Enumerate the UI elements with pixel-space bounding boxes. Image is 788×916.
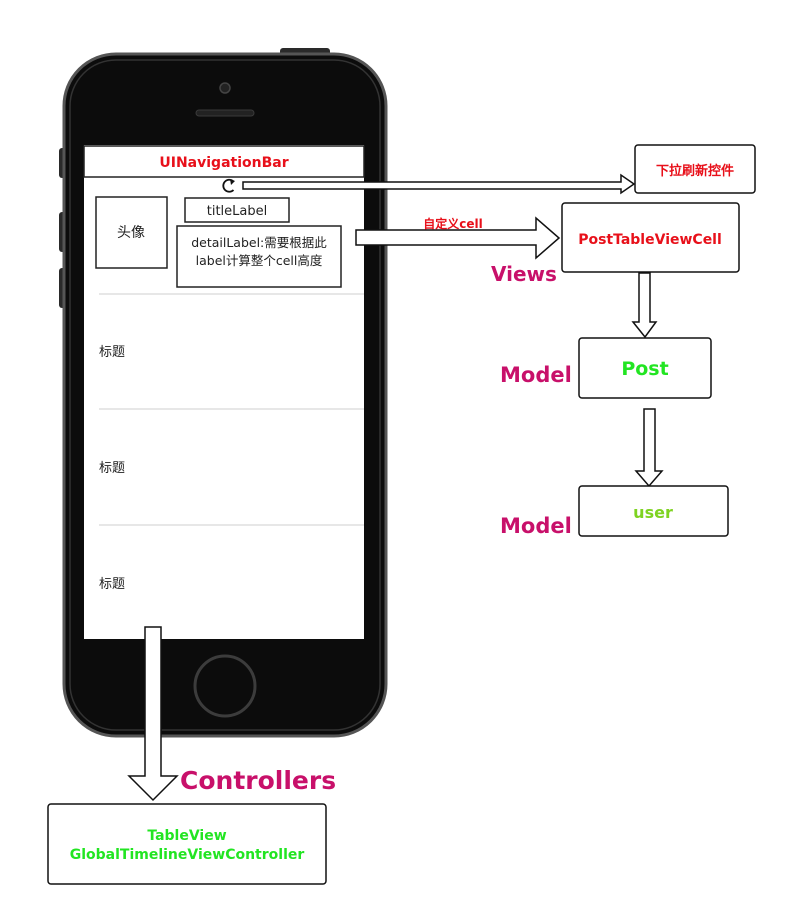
refresh-arrow (242, 173, 636, 195)
detail-label-line1: detailLabel:需要根据此 (191, 235, 327, 250)
post-table-view-cell-box (561, 202, 740, 273)
refresh-icon (222, 178, 235, 193)
row-title: 标题 (99, 345, 125, 360)
model-label: Model (500, 363, 572, 387)
controller-line2: GlobalTimelineViewController (70, 847, 305, 863)
navigation-bar (83, 145, 365, 178)
post-to-user-arrow (634, 408, 664, 488)
iphone-mockup: UINavigationBar 头像 titleLabel detailLabe… (59, 48, 388, 738)
title-label-box (184, 197, 290, 223)
post-model-label: Post (621, 358, 668, 380)
controller-line1: TableView (147, 828, 226, 844)
cell-to-post-arrow (631, 272, 658, 339)
controller-arrow (127, 626, 179, 802)
user-model-box (578, 485, 729, 537)
views-label: Views (491, 262, 557, 286)
custom-cell-label: 自定义cell (423, 216, 482, 231)
avatar (95, 196, 168, 269)
title-label: titleLabel (207, 204, 268, 219)
detail-label-box (176, 225, 342, 288)
detail-label-line2: label计算整个cell高度 (196, 253, 323, 268)
controller-box (47, 803, 327, 885)
refresh-control-label: 下拉刷新控件 (656, 163, 734, 179)
avatar-label: 头像 (117, 225, 145, 241)
user-model-label: user (633, 503, 673, 522)
row-title: 标题 (99, 461, 125, 476)
model-label: Model (500, 514, 572, 538)
post-table-view-cell-label: PostTableViewCell (578, 232, 722, 248)
controllers-label: Controllers (180, 766, 336, 795)
camera-icon (219, 82, 231, 94)
custom-cell-arrow (355, 216, 561, 260)
refresh-control-box (634, 144, 756, 194)
home-button[interactable] (193, 654, 257, 718)
post-model-box (578, 337, 712, 399)
navigation-bar-title: UINavigationBar (159, 155, 288, 171)
earpiece (195, 109, 255, 117)
row-title: 标题 (99, 577, 125, 592)
